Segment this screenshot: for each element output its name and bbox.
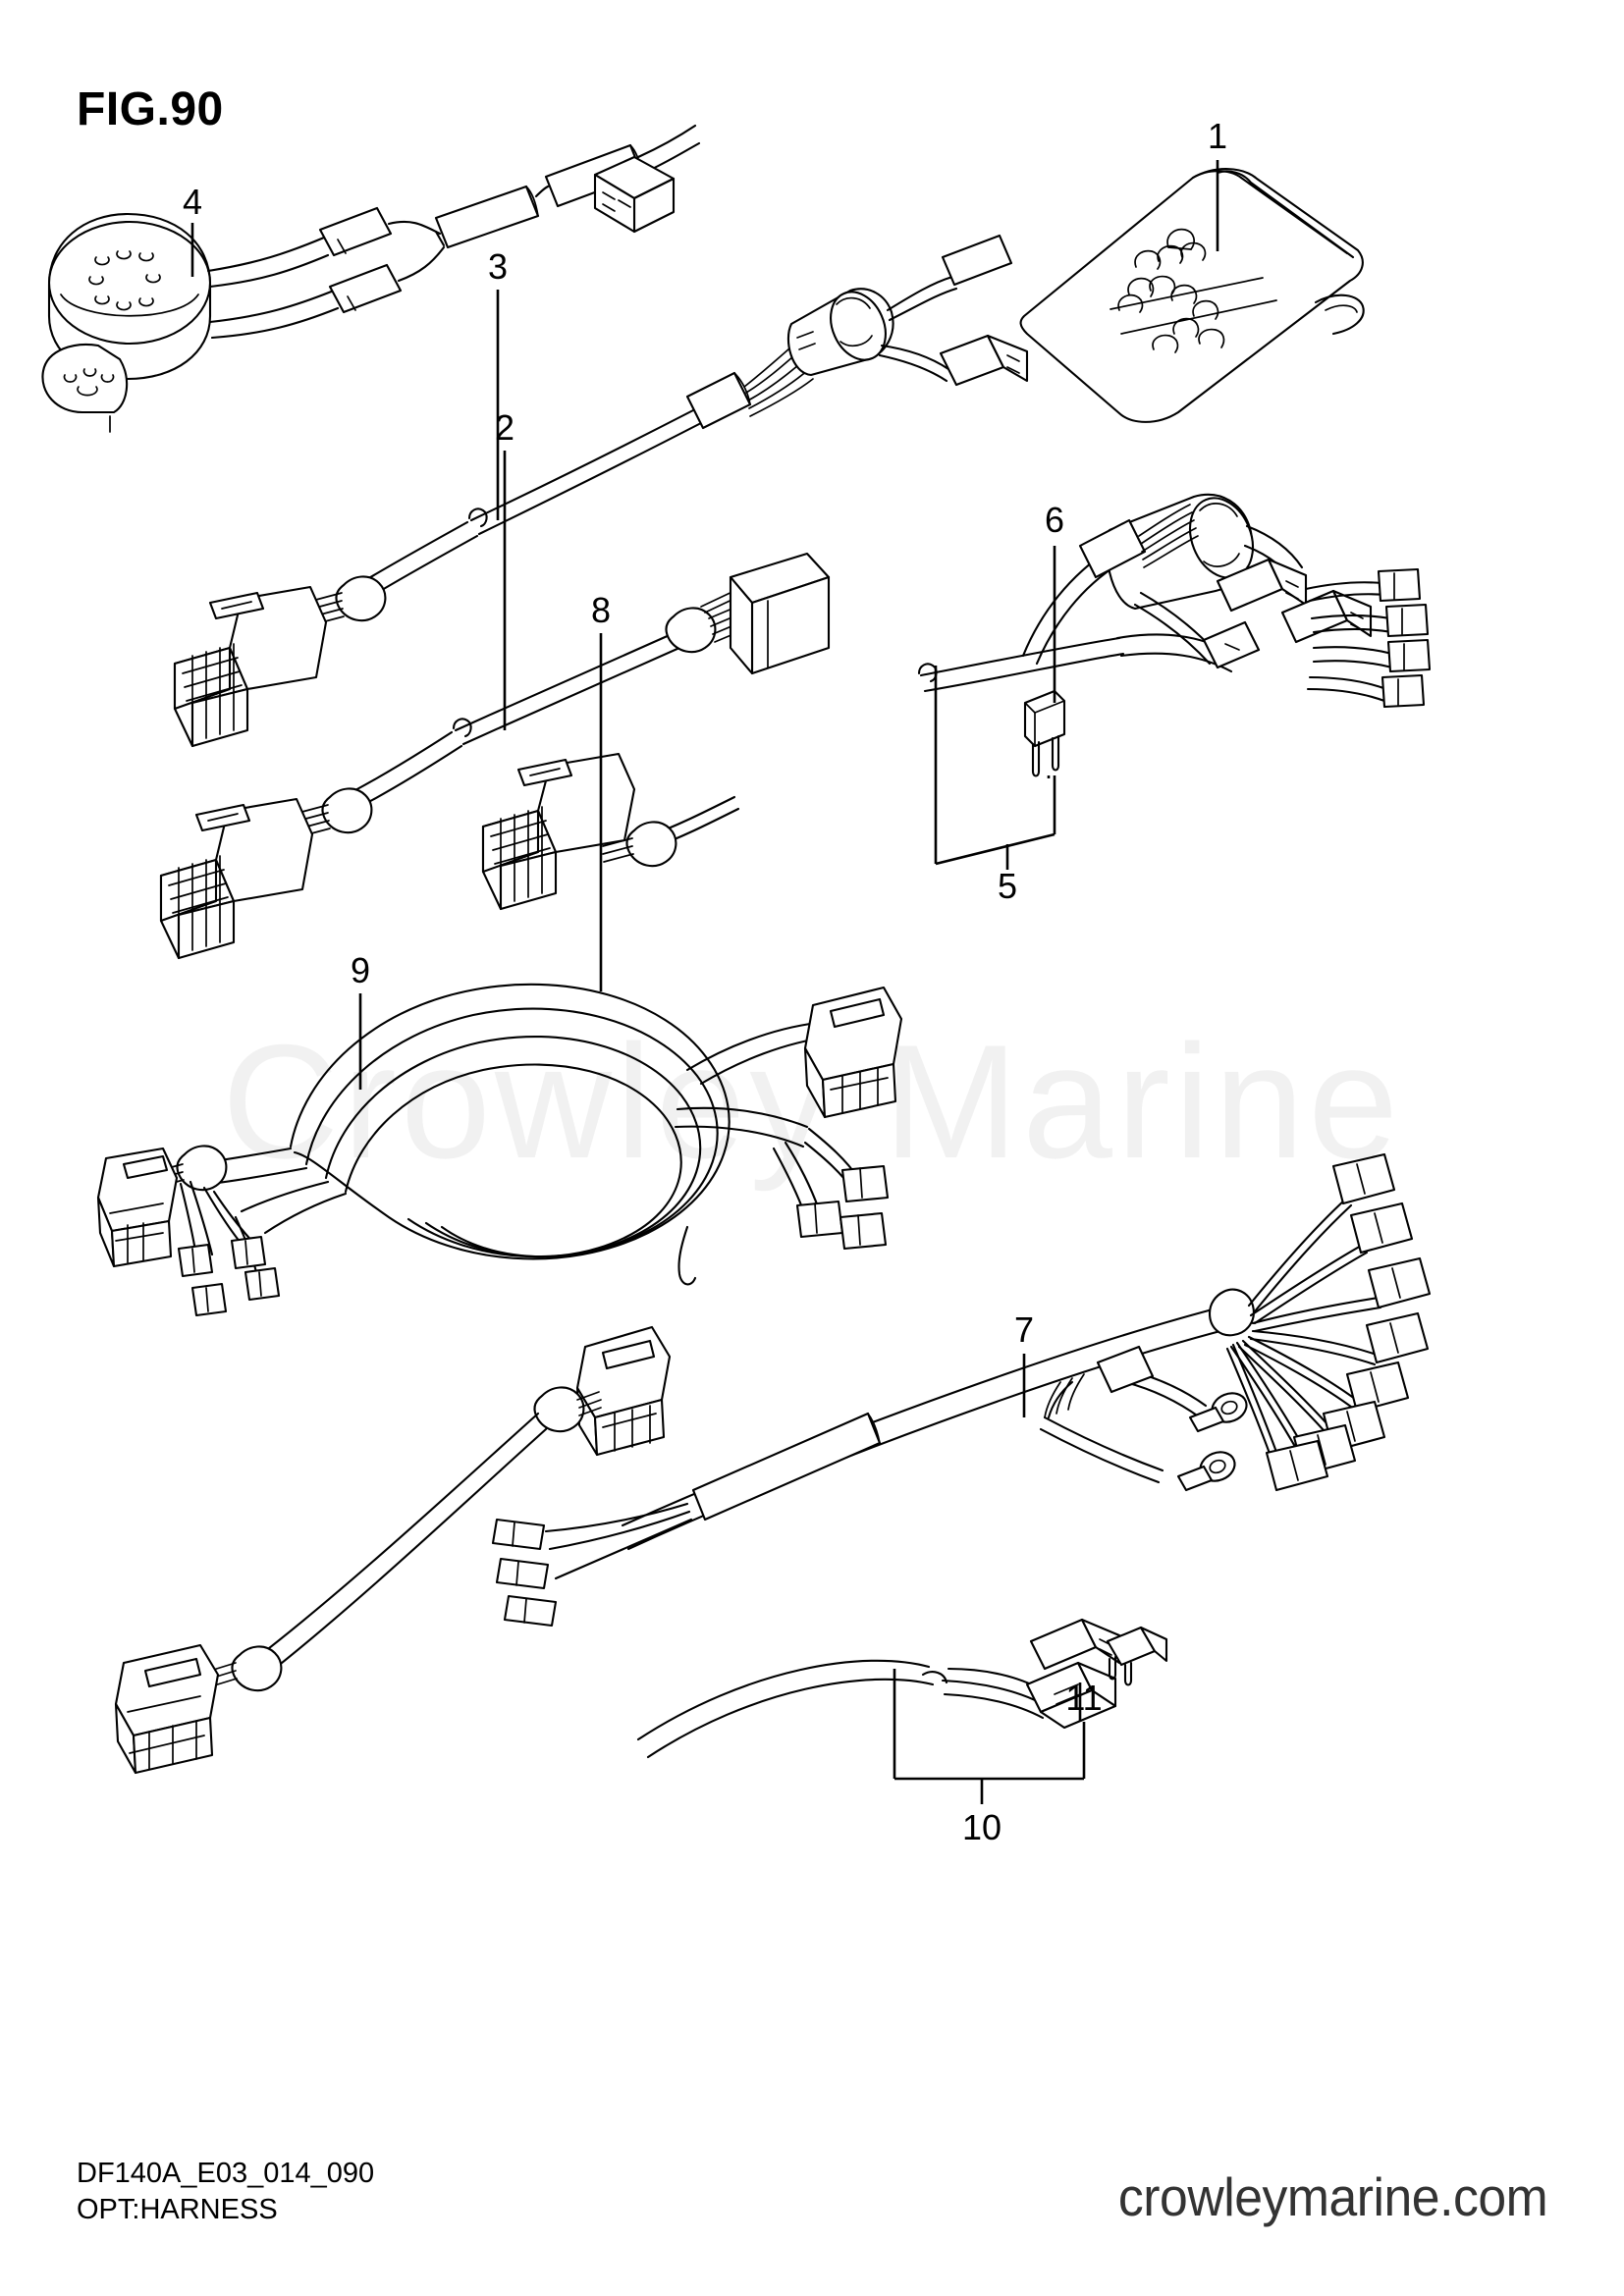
part-7-battery-cable-harness bbox=[491, 1152, 1432, 1628]
callout-5: 5 bbox=[997, 866, 1018, 906]
callout-bracket-10-11 bbox=[893, 1669, 1086, 1804]
callout-3: 3 bbox=[487, 246, 509, 287]
callout-10: 10 bbox=[961, 1807, 1002, 1847]
part-8-coiled-extension-harness bbox=[96, 983, 903, 1317]
callout-2: 2 bbox=[494, 407, 515, 448]
figure-caption: DF140A_E03_014_090 OPT:HARNESS bbox=[77, 2156, 374, 2228]
callout-6: 6 bbox=[1044, 500, 1065, 540]
callout-leaders bbox=[190, 160, 1219, 1417]
callout-9: 9 bbox=[350, 950, 371, 990]
caption-code: DF140A_E03_014_090 bbox=[77, 2158, 375, 2189]
part-3-harness-lead bbox=[173, 234, 1029, 748]
callout-1: 1 bbox=[1207, 116, 1228, 156]
part-6-blade-fuse bbox=[1023, 689, 1066, 777]
callout-7: 7 bbox=[1013, 1309, 1035, 1350]
caption-name: OPT:HARNESS bbox=[77, 2194, 278, 2226]
figure-title: FIG.90 bbox=[77, 83, 224, 135]
part-1-clip-bag bbox=[1019, 168, 1365, 423]
part-4-warning-buzzer bbox=[41, 124, 701, 433]
part-10-trim-sub-harness bbox=[636, 1618, 1168, 1759]
callout-4: 4 bbox=[182, 182, 203, 222]
crowleymarine-brand: crowleymarine.com bbox=[1117, 2166, 1548, 2227]
part-2-harness-lead bbox=[159, 552, 831, 960]
callout-8: 8 bbox=[590, 590, 612, 630]
callout-11: 11 bbox=[1065, 1678, 1103, 1718]
part-9-sensor-extension-lead bbox=[114, 1325, 672, 1775]
part-5-main-harness-assembly bbox=[917, 493, 1432, 709]
callout-bracket-5-6 bbox=[934, 666, 1056, 870]
